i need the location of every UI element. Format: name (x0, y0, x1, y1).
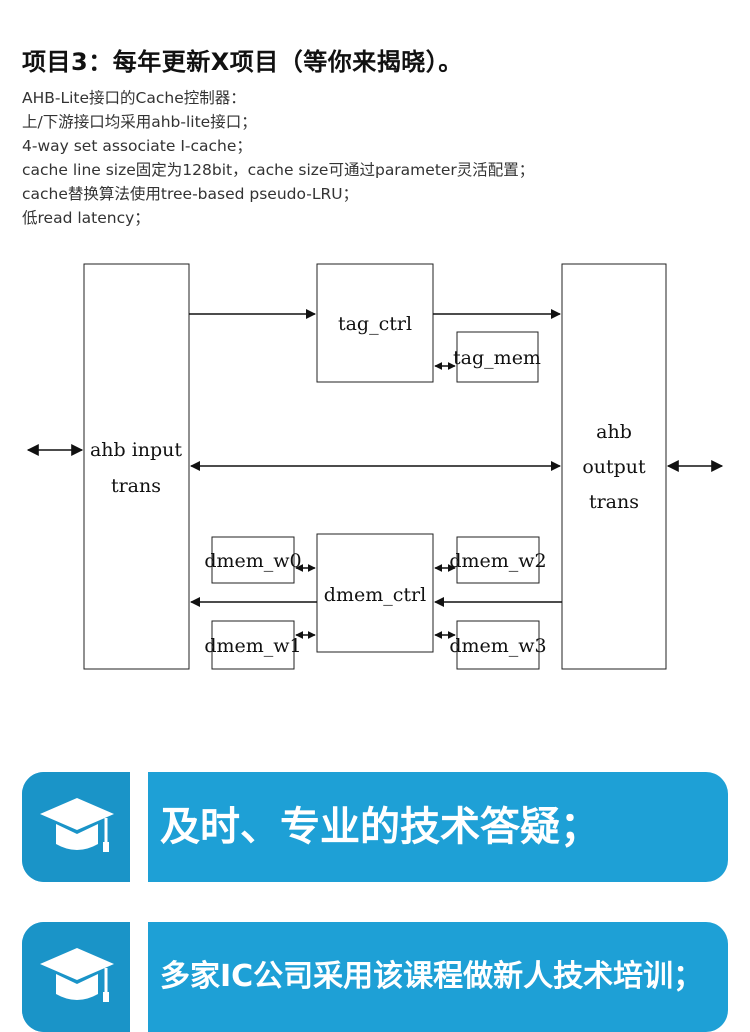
tag-mem-block (456, 331, 539, 383)
dmem-w1-label: dmem_w1 (204, 635, 301, 657)
dmem-w3-label: dmem_w3 (449, 635, 546, 657)
banner-separator (130, 922, 148, 1032)
feature-banner: 多家IC公司采用该课程做新人技术培训； (22, 922, 728, 1032)
graduation-cap-icon (40, 948, 114, 1002)
description-line: 上/下游接口均采用ahb-lite接口； (22, 113, 257, 131)
project-title: 项目3：每年更新X项目（等你来揭晓）。 (22, 48, 463, 76)
dmem-w1-block (211, 620, 295, 670)
dmem-w3-block (456, 620, 540, 670)
dmem-w2-block (456, 536, 540, 584)
ahb-input-label: ahb input (90, 439, 182, 461)
description-line: 4-way set associate I-cache； (22, 137, 252, 155)
dmem-w2-label: dmem_w2 (449, 550, 546, 572)
ahb-output-label: output (582, 456, 646, 478)
ahb-input-trans-block (83, 263, 190, 670)
ahb-output-trans-block (561, 263, 667, 670)
banner-text: 及时、专业的技术答疑； (160, 804, 600, 850)
banner-separator (130, 772, 148, 882)
project-description: AHB-Lite接口的Cache控制器： 上/下游接口均采用ahb-lite接口… (22, 86, 534, 230)
ahb-input-label: trans (111, 475, 161, 497)
dmem-w0-block (211, 536, 295, 584)
dmem-ctrl-block (316, 533, 434, 653)
cache-architecture-diagram: ahb input trans tag_ctrl tag_mem ahb out… (26, 263, 724, 670)
description-line: cache line size固定为128bit，cache size可通过pa… (22, 161, 535, 179)
dmem-ctrl-label: dmem_ctrl (324, 584, 426, 606)
description-line: cache替换算法使用tree-based pseudo-LRU； (22, 185, 359, 203)
description-line: AHB-Lite接口的Cache控制器： (22, 89, 246, 107)
tag-ctrl-block (316, 263, 434, 383)
ahb-output-label: ahb (596, 421, 632, 443)
tag-ctrl-label: tag_ctrl (338, 313, 412, 335)
feature-banner: 及时、专业的技术答疑； (22, 772, 728, 882)
description-line: 低read latency； (22, 209, 150, 227)
banner-text: 多家IC公司采用该课程做新人技术培训； (160, 959, 704, 994)
tag-mem-label: tag_mem (453, 347, 541, 369)
dmem-w0-label: dmem_w0 (204, 550, 301, 572)
graduation-cap-icon (40, 798, 114, 852)
ahb-output-label: trans (589, 491, 639, 513)
